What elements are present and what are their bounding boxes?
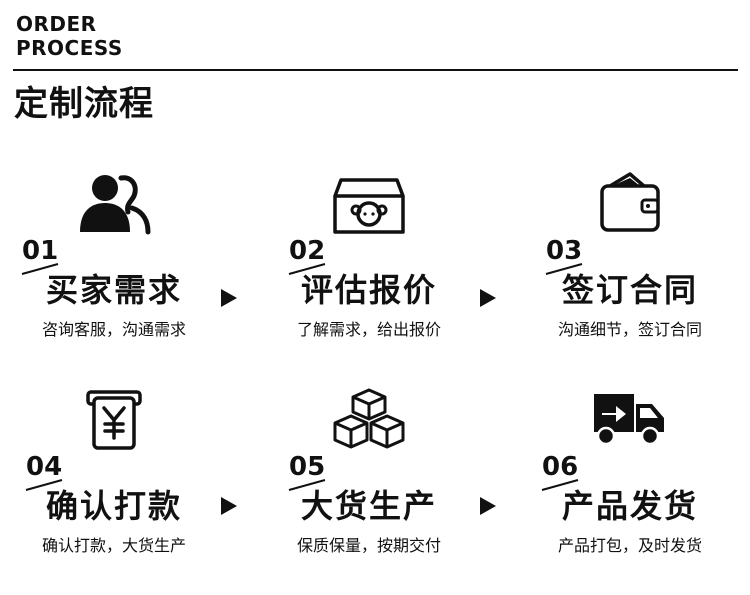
number-underline xyxy=(21,263,59,275)
number-underline xyxy=(288,479,326,491)
customer-service-icon xyxy=(80,175,151,235)
number-underline xyxy=(25,479,63,491)
number-underline xyxy=(545,263,583,275)
step-number: 04 xyxy=(26,452,63,482)
arrow-right-icon xyxy=(221,289,237,307)
page-title: 定制流程 xyxy=(14,84,154,124)
product-box-icon xyxy=(333,178,405,234)
step-description: 咨询客服，沟通需求 xyxy=(41,320,186,339)
step-number: 03 xyxy=(546,236,583,266)
stacked-boxes-icon xyxy=(333,388,405,449)
step-title: 确认打款 xyxy=(45,487,182,525)
page-title-english: ORDER PROCESS xyxy=(16,12,123,60)
arrow-right-icon xyxy=(480,289,496,307)
step-title: 评估报价 xyxy=(300,271,437,309)
title-en-line2: PROCESS xyxy=(16,36,123,60)
step-title: 签订合同 xyxy=(561,271,698,309)
step-number: 02 xyxy=(289,236,326,266)
step-title: 产品发货 xyxy=(561,487,698,525)
step-description: 了解需求，给出报价 xyxy=(296,320,441,339)
step-title: 买家需求 xyxy=(45,271,182,309)
yen-payment-icon xyxy=(86,390,142,450)
step-description: 沟通细节，签订合同 xyxy=(557,320,702,339)
title-en-line1: ORDER xyxy=(16,12,97,36)
delivery-truck-icon xyxy=(594,394,664,446)
arrow-right-icon xyxy=(480,497,496,515)
process-step-5: 05 大货生产 保质保量，按期交付 xyxy=(259,388,479,568)
process-step-4: 04 确认打款 确认打款，大货生产 xyxy=(4,388,224,568)
step-description: 产品打包，及时发货 xyxy=(557,536,702,555)
arrow-right-icon xyxy=(221,497,237,515)
number-underline xyxy=(288,263,326,275)
step-title: 大货生产 xyxy=(300,487,437,525)
step-description: 确认打款，大货生产 xyxy=(41,536,186,555)
process-step-2: 02 评估报价 了解需求，给出报价 xyxy=(259,172,479,352)
header-divider xyxy=(13,69,738,71)
process-step-1: 01 买家需求 咨询客服，沟通需求 xyxy=(4,172,224,352)
process-step-6: 06 产品发货 产品打包，及时发货 xyxy=(520,388,740,568)
step-number: 06 xyxy=(542,452,579,482)
number-underline xyxy=(541,479,579,491)
step-number: 01 xyxy=(22,236,59,266)
step-description: 保质保量，按期交付 xyxy=(296,536,441,555)
step-number: 05 xyxy=(289,452,326,482)
wallet-icon xyxy=(600,172,660,232)
process-step-3: 03 签订合同 沟通细节，签订合同 xyxy=(520,172,740,352)
